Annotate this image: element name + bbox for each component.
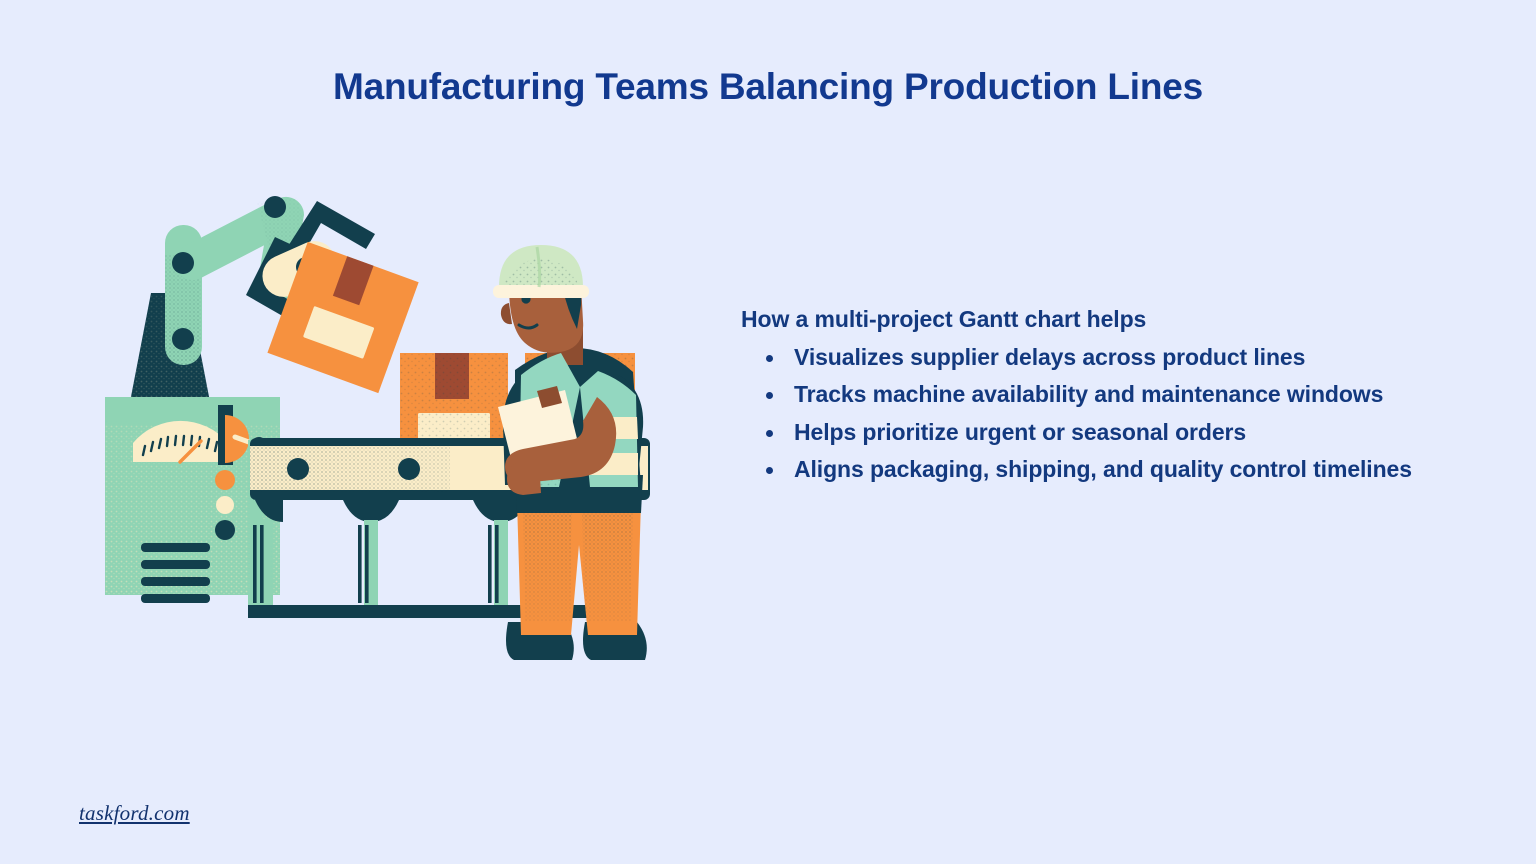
footer-website-link[interactable]: taskford.com [79, 801, 190, 825]
robot-joint-base-icon [172, 328, 194, 350]
list-item: Visualizes supplier delays across produc… [741, 339, 1511, 376]
factory-worker [493, 245, 647, 660]
benefits-list: Visualizes supplier delays across produc… [741, 339, 1511, 489]
page-title: Manufacturing Teams Balancing Production… [332, 66, 1203, 107]
robot-arm [129, 196, 419, 407]
list-item-label: Helps prioritize urgent or seasonal orde… [794, 418, 1247, 445]
indicator-light-cream [216, 496, 234, 514]
indicator-light-navy [215, 520, 235, 540]
machine-console [105, 397, 280, 603]
indicator-light-orange [215, 470, 235, 490]
conveyor-roller [287, 458, 309, 480]
hard-hat-brim [493, 285, 589, 298]
list-item: Aligns packaging, shipping, and quality … [741, 451, 1511, 488]
hard-hat [493, 245, 589, 298]
list-item-label: Tracks machine availability and maintena… [794, 381, 1384, 408]
indicator-lights [215, 470, 235, 540]
worker-hand [507, 461, 541, 495]
worker-pants [517, 501, 641, 635]
robot-joint-shoulder-icon [264, 196, 286, 218]
lifted-orange-box [267, 241, 419, 394]
factory-illustration [85, 175, 685, 685]
list-item: Tracks machine availability and maintena… [741, 376, 1511, 413]
list-item: Helps prioritize urgent or seasonal orde… [741, 414, 1511, 451]
robot-joint-elbow-icon [172, 252, 194, 274]
box-label [303, 306, 374, 359]
gauge-needle-icon [178, 439, 203, 464]
bullet-dot-icon [766, 392, 773, 400]
bullet-dot-icon [766, 467, 773, 475]
factory-illustration-svg [105, 196, 650, 660]
conveyor-roller [398, 458, 420, 480]
copy-heading: How a multi-project Gantt chart helps [741, 306, 1147, 332]
console-slats [141, 543, 210, 603]
bullet-dot-icon [766, 354, 773, 362]
list-item-label: Aligns packaging, shipping, and quality … [794, 456, 1412, 483]
list-item-label: Visualizes supplier delays across produc… [794, 343, 1306, 370]
gauge-dial [133, 420, 228, 464]
bullet-dot-icon [766, 429, 773, 437]
clipboard-clip [537, 386, 562, 408]
copy-block: How a multi-project Gantt chart helps Vi… [741, 303, 1511, 489]
box-tape-strip [332, 256, 374, 306]
